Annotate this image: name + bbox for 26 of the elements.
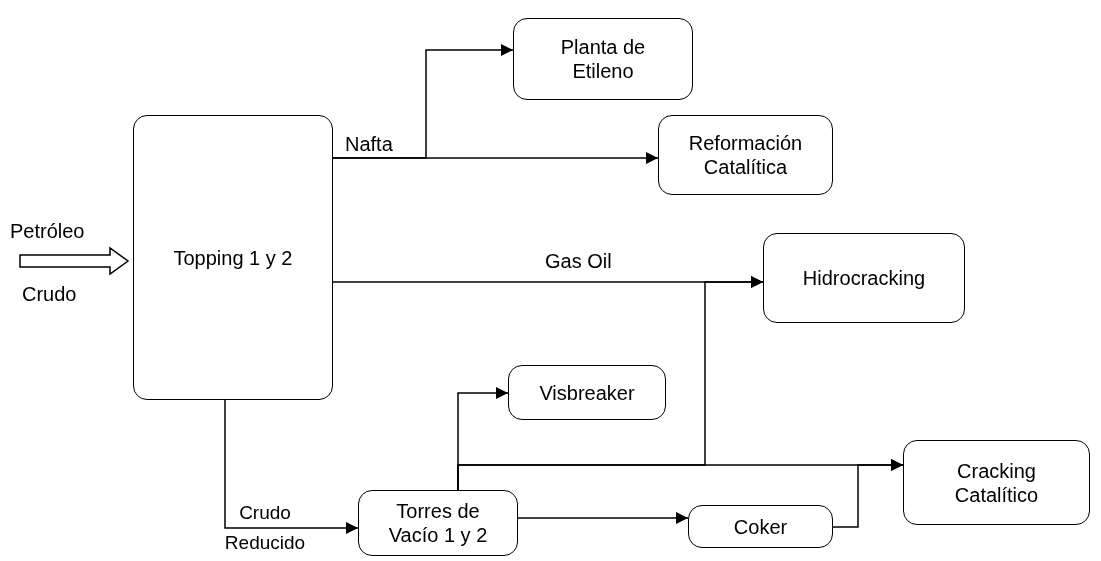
unit-name: Hidrocracking bbox=[801, 266, 927, 290]
unit-name: Planta de Etileno bbox=[559, 35, 647, 83]
process-box bbox=[903, 440, 1090, 525]
edge-label: Nafta bbox=[345, 133, 393, 156]
unit-name: Reformación Catalítica bbox=[687, 131, 804, 179]
arrow bbox=[224, 399, 359, 534]
block-arrow bbox=[19, 246, 130, 276]
unit-name: Torres de Vacío 1 y 2 bbox=[387, 499, 489, 547]
arrow bbox=[332, 152, 659, 164]
unit-name: Visbreaker bbox=[538, 380, 636, 405]
unit-name: Cracking Catalítico bbox=[953, 458, 1040, 507]
process-box bbox=[508, 365, 666, 420]
unit-name: Coker bbox=[732, 514, 789, 539]
arrow bbox=[517, 512, 689, 524]
arrow bbox=[832, 459, 904, 528]
process-box bbox=[133, 115, 333, 400]
stream-label: Petróleo bbox=[10, 220, 85, 243]
edge-label: Crudo Reducido bbox=[223, 501, 307, 555]
process-box bbox=[658, 115, 833, 195]
process-box bbox=[688, 505, 833, 548]
edge-label: Gas Oil bbox=[545, 250, 612, 273]
process-box bbox=[513, 18, 693, 100]
process-box bbox=[763, 233, 965, 323]
stream-label: Crudo bbox=[22, 283, 77, 306]
unit-name: Topping 1 y 2 bbox=[172, 245, 294, 270]
process-box bbox=[358, 490, 518, 556]
